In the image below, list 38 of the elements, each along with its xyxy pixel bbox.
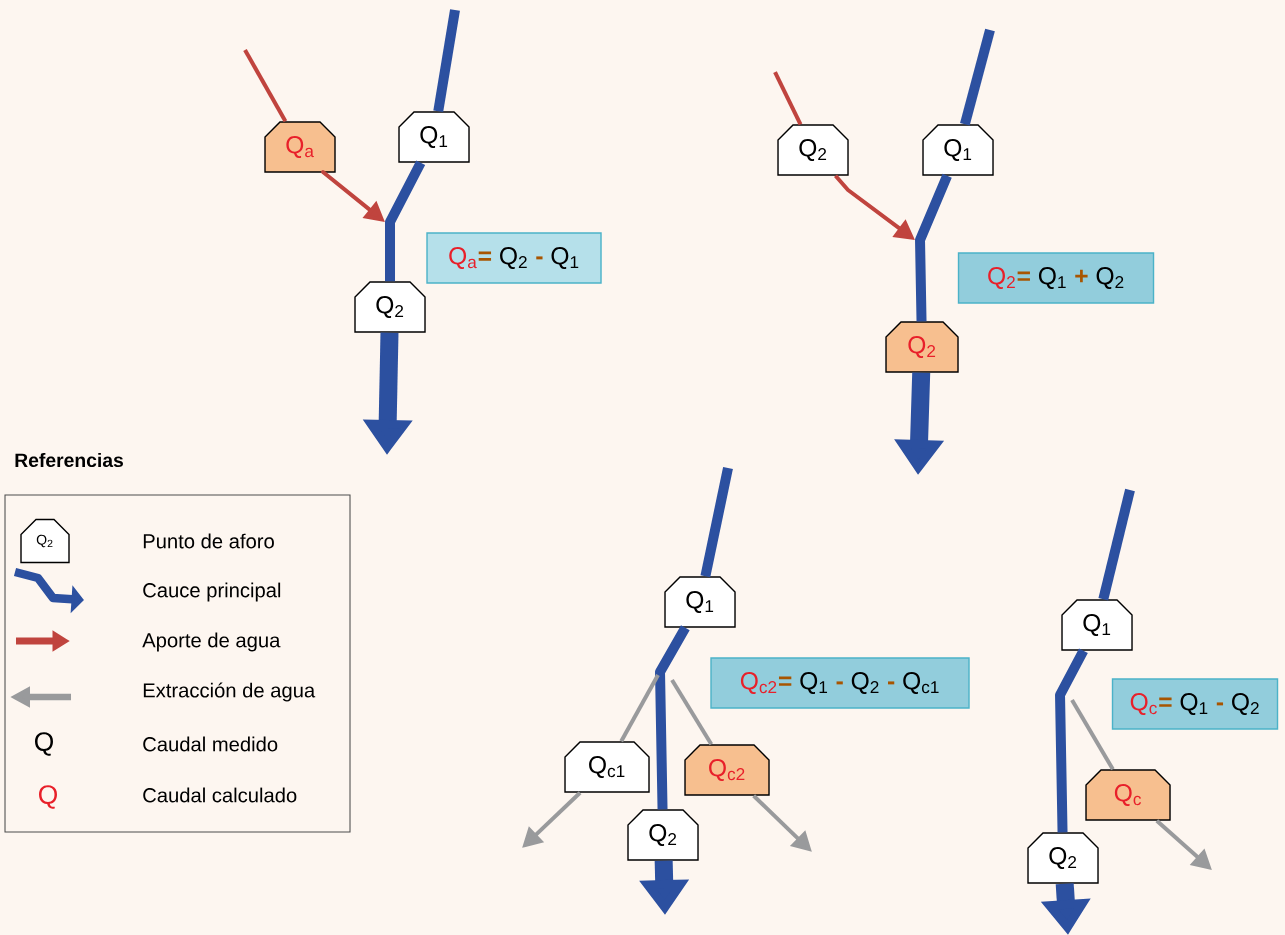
river-line (915, 173, 952, 322)
gauging-point-box: Q$_{2}$ (627, 809, 699, 861)
river-line (700, 467, 733, 578)
gauging-point-box: Q$_{c}$ (1085, 769, 1171, 821)
river-line (433, 9, 460, 113)
gauging-point-box: Q$_{1}$ (922, 124, 994, 176)
legend-title: Referencias (15, 452, 123, 468)
gauging-point-box: Q$_{2}$ (777, 124, 849, 176)
branch-line (773, 71, 803, 126)
river-line (960, 28, 995, 126)
formula-box: Q$_{c2}$= Q$_{1}$ - Q$_{2}$ - Q$_{c1}$ (710, 657, 970, 709)
gauging-point-box: Q$_{1}$ (1061, 599, 1133, 651)
legend-text: Punto de aforo (143, 533, 274, 549)
river-line (1098, 488, 1135, 601)
gauging-point-box: Q$_{c2}$ (684, 744, 770, 796)
river-line (385, 160, 426, 282)
formula-box: Q$_{2}$= Q$_{1}$ + Q$_{2}$ (957, 252, 1155, 304)
formula-box: Q$_{c}$ = Q$_{1}$ - Q$_{2}$ (1111, 678, 1279, 730)
branch-line (243, 49, 288, 123)
gauging-point-box: Q$_{2}$ (354, 281, 426, 333)
gauging-point-box: Q$_{2}$ (1027, 832, 1099, 884)
gauging-point-box: Q$_{a}$ (264, 121, 336, 173)
branch-line (619, 674, 660, 743)
legend-text: Caudal calculado (143, 787, 297, 803)
measured-symbol: Q (35, 732, 53, 756)
formula-box: Q$_{a}$ = Q$_{2}$ - Q$_{1}$ (426, 232, 602, 284)
gauging-point-box: Q$_{1}$ (398, 111, 470, 163)
legend-text: Caudal medido (143, 736, 278, 752)
gauging-point-box: Q$_{2}$ (885, 321, 959, 373)
branch-line (1070, 699, 1115, 771)
gauging-point-box: Q$_{c1}$ (564, 741, 650, 793)
legend-text: Extracción de agua (143, 682, 316, 702)
river-line (1055, 648, 1088, 833)
branch-line (670, 678, 713, 746)
legend-text: Aporte de agua (142, 632, 281, 652)
legend-text: Cauce principal (143, 582, 281, 602)
gauging-point-box: Q$_{1}$ (664, 576, 736, 628)
calculated-symbol: Q (39, 785, 57, 809)
